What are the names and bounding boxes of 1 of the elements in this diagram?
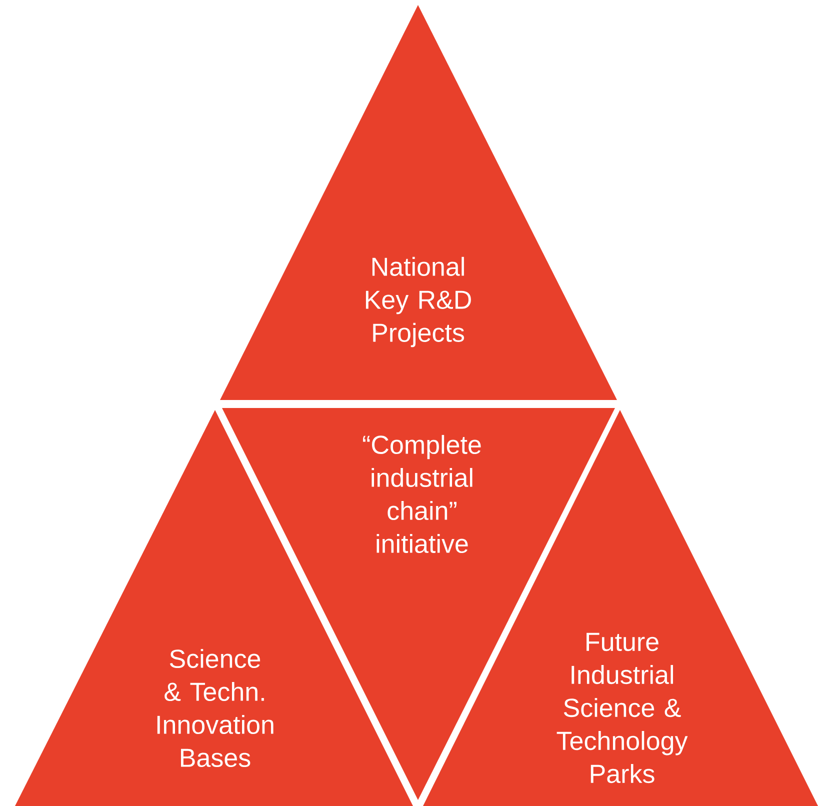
triangle: National Key R&D Projects — [220, 5, 617, 400]
